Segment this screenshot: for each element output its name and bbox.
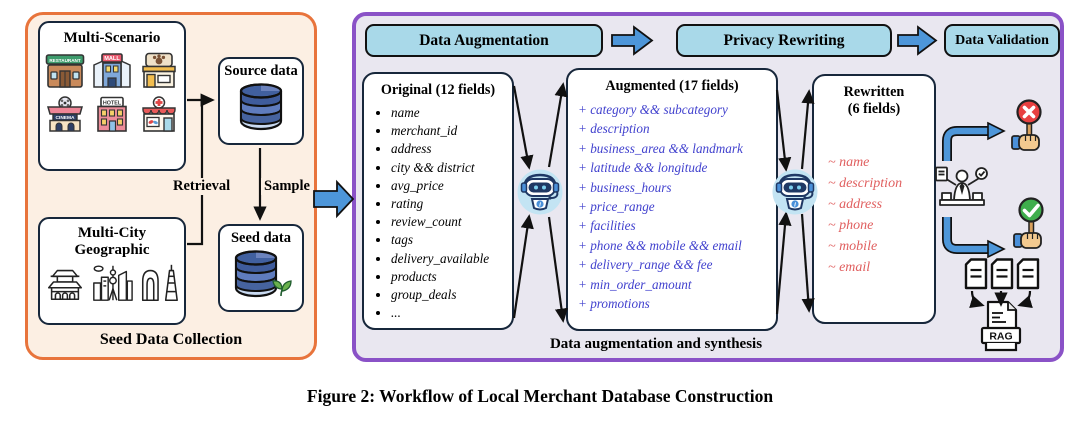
hotel-sign-text: HOTEL (103, 100, 122, 106)
sample-label: Sample (261, 178, 313, 195)
scenario-icons: RESTAURANT MALL (40, 51, 184, 137)
augmented-fields-list: + category && subcategory + description + … (568, 100, 776, 313)
field-item: rating (391, 195, 512, 213)
restaurant-icon: RESTAURANT (45, 54, 85, 88)
field-item: + delivery_range && fee (578, 257, 713, 273)
field-item: avg_price (391, 177, 512, 195)
city-icons (40, 263, 184, 303)
retrieval-label: Retrieval (170, 178, 234, 195)
augmentation-synthesis-panel: Data Augmentation Privacy Rewriting Data… (352, 12, 1064, 362)
field-item: address (391, 140, 512, 158)
augmented-fields-title: Augmented (17 fields) (605, 78, 739, 94)
step-data-validation: Data Validation (944, 24, 1060, 57)
rewritten-title-line1: Rewritten (843, 84, 905, 100)
reject-sign-hand-icon (1011, 99, 1042, 151)
pharmacy-icon (142, 96, 176, 132)
rewritten-fields-box: Rewritten (6 fields) ~ name ~ description… (812, 74, 936, 324)
rag-label-text: RAG (989, 331, 1012, 343)
field-item: + business_hours (578, 179, 672, 195)
seed-data-box: Seed data (218, 224, 304, 312)
mall-sign-text: MALL (104, 56, 120, 62)
step-data-augmentation: Data Augmentation (365, 24, 603, 57)
synthesis-label: Data augmentation and synthesis (549, 336, 763, 352)
field-item: ~ name (828, 155, 870, 170)
field-item: city && district (391, 159, 512, 177)
rewritten-title-line2: (6 fields) (847, 101, 901, 117)
document-icon (964, 258, 988, 290)
field-item: + promotions (578, 296, 650, 312)
field-item: + min_order_amount (578, 276, 692, 292)
field-item: group_deals (391, 286, 512, 304)
field-item: ~ phone (828, 218, 874, 233)
shanghai-skyline-icon (93, 265, 133, 301)
document-icon (990, 258, 1014, 290)
field-item: + price_range (578, 199, 655, 215)
field-item: + facilities (578, 218, 636, 234)
seed-data-collection-panel: Multi-Scenario RESTAURANT (25, 12, 317, 360)
multi-city-title: Multi-City Geographic (40, 225, 184, 259)
document-icon (1016, 258, 1040, 290)
seed-database-icon (234, 250, 292, 298)
augmented-fields-box: Augmented (17 fields) + category && subc… (566, 68, 778, 331)
seed-collection-label: Seed Data Collection (99, 331, 243, 348)
field-item: + description (578, 121, 650, 137)
multi-city-box: Multi-City Geographic (38, 217, 186, 325)
original-fields-box: Original (12 fields) namemerchant_idaddr… (362, 72, 514, 330)
source-data-label: Source data (224, 63, 298, 79)
source-data-box: Source data (218, 57, 304, 145)
robot-chest-glyph: i (794, 202, 796, 209)
field-item: products (391, 268, 512, 286)
multi-city-title-line2: Geographic (74, 242, 150, 258)
guangzhou-towers-icon (141, 264, 178, 301)
figure-caption: Figure 2: Workflow of Local Merchant Dat… (306, 386, 774, 406)
field-item: merchant_id (391, 122, 512, 140)
field-item: + business_area && landmark (578, 140, 743, 156)
llm-robot-icon: i (517, 169, 563, 215)
field-item: tags (391, 231, 512, 249)
field-item: ... (391, 304, 512, 322)
multi-scenario-title: Multi-Scenario (63, 30, 161, 46)
seed-data-label: Seed data (230, 230, 292, 246)
field-item: review_count (391, 213, 512, 231)
rag-file-icon: RAG (980, 300, 1022, 352)
field-item: ~ mobile (828, 239, 878, 254)
field-item: delivery_available (391, 250, 512, 268)
rewritten-fields-list: ~ name ~ description ~ address ~ phone ~ mob… (814, 152, 934, 278)
human-reviewer-icon (935, 166, 988, 206)
original-fields-title: Original (12 fields) (380, 82, 496, 98)
field-item: + latitude && longitude (578, 160, 708, 176)
cinema-icon: CINEMA (47, 96, 83, 132)
restaurant-sign-text: RESTAURANT (49, 58, 80, 63)
rewritten-fields-title: Rewritten (6 fields) (818, 84, 930, 118)
mall-icon: MALL (93, 53, 131, 88)
multi-city-title-line1: Multi-City (77, 225, 147, 241)
approve-sign-hand-icon (1013, 197, 1044, 249)
field-item: ~ email (828, 260, 871, 275)
field-item: ~ address (828, 197, 883, 212)
field-item: + phone && mobile && email (578, 237, 742, 253)
step-privacy-rewriting: Privacy Rewriting (676, 24, 892, 57)
field-item: name (391, 104, 512, 122)
database-icon (239, 83, 283, 131)
hotel-icon: HOTEL (97, 96, 127, 132)
robot-chest-glyph: i (539, 202, 541, 209)
cinema-sign-text: CINEMA (56, 115, 75, 121)
panel-flow-arrow-icon (313, 179, 355, 219)
multi-scenario-box: Multi-Scenario RESTAURANT (38, 21, 186, 171)
pet-shop-icon (142, 52, 176, 88)
field-item: ~ description (828, 176, 903, 191)
field-item: + category && subcategory (578, 102, 728, 117)
temple-icon (47, 269, 83, 301)
sprout-icon (272, 280, 292, 297)
original-fields-list: namemerchant_idaddresscity && districtav… (364, 104, 512, 322)
llm-robot-icon: i (772, 169, 818, 215)
